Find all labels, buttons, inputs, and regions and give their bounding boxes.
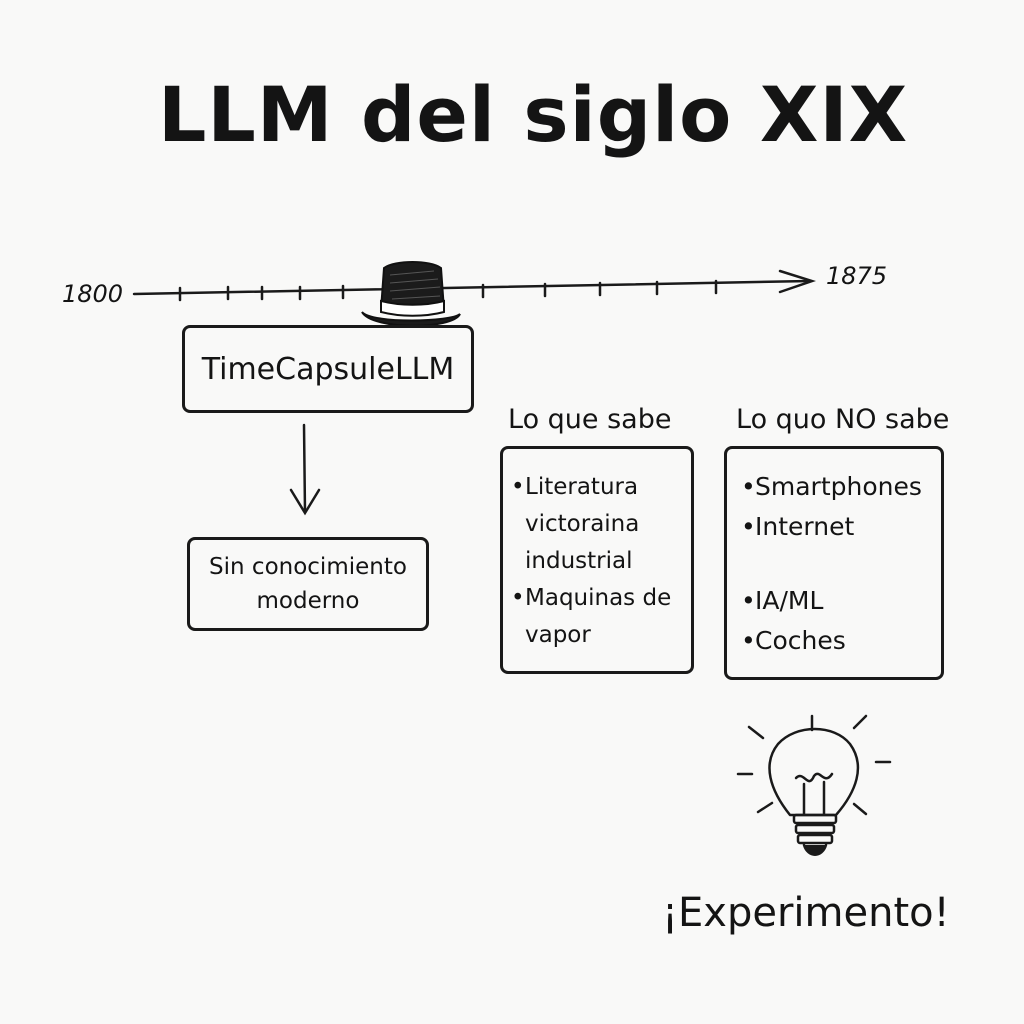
list-item: IA/ML [741,581,931,621]
timeline [132,269,817,302]
flow-arrow [289,423,321,516]
knows-box: Literatura victoraina industrial Maquina… [500,446,694,674]
not-knows-heading: Lo quo NO sabe [736,404,950,435]
light-bulb-icon [736,714,892,856]
experiment-label: ¡Experimento! [662,890,950,936]
not-knows-list: Smartphones Internet IA/ML Coches [741,467,931,661]
list-item: Literatura victoraina industrial [511,469,683,580]
result-box-line2: moderno [256,588,360,614]
knows-heading: Lo que sabe [508,404,672,435]
knows-list: Literatura victoraina industrial Maquina… [511,469,683,654]
model-box-label: TimeCapsuleLLM [201,351,455,387]
result-box: Sin conocimiento moderno [187,537,429,631]
top-hat-icon [361,261,461,327]
list-item: Smartphones [741,467,931,507]
timeline-end-label: 1875 [826,262,888,290]
timeline-start-label: 1800 [62,280,124,308]
list-item: Internet [741,507,931,547]
list-item: Maquinas de vapor [511,580,683,654]
result-box-line1: Sin conocimiento [209,554,407,580]
model-box: TimeCapsuleLLM [182,325,474,413]
list-item: Coches [741,621,931,661]
not-knows-box: Smartphones Internet IA/ML Coches [724,446,944,680]
page-title: LLM del siglo XIX [158,70,909,159]
